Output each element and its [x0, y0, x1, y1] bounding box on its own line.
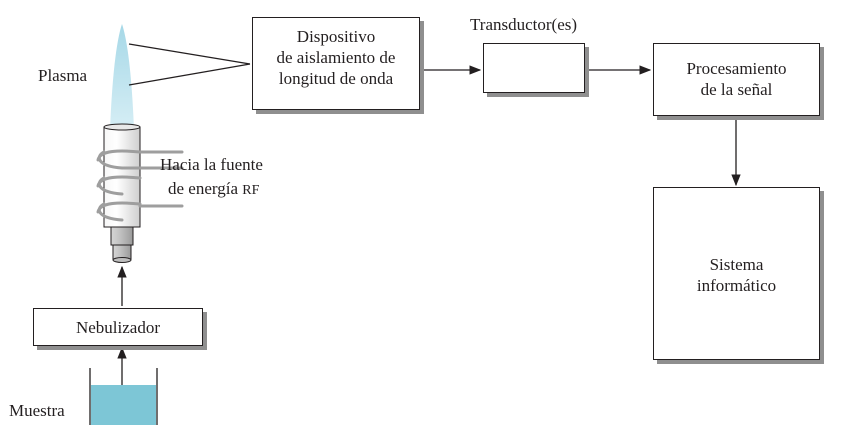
wavelength-device-label: Dispositivo de aislamiento de longitud d… [276, 27, 396, 88]
plasma-label: Plasma [38, 66, 88, 85]
signal-processing-box: Procesamiento de la señal [653, 43, 820, 116]
sample-label: Muestra [9, 401, 65, 420]
rf-coil [96, 149, 184, 222]
sample-liquid [91, 385, 156, 425]
plasma-flame [110, 24, 134, 130]
transducer-box [483, 43, 585, 93]
signal-processing-label: Procesamiento de la señal [686, 59, 787, 99]
torch-inner-tube [110, 226, 134, 246]
transducer-caption: Transductor(es) [470, 15, 578, 34]
rf-source-label-line2: de energía RF [168, 179, 260, 198]
wavelength-device-box: Dispositivo de aislamiento de longitud d… [252, 17, 420, 110]
torch-rim [103, 123, 141, 131]
emission-line-lower [128, 63, 251, 86]
torch-injector [112, 244, 132, 260]
emission-line-upper [128, 43, 251, 65]
injector-bottom [112, 257, 132, 263]
computer-system-box: Sistema informático [653, 187, 820, 360]
computer-system-label: Sistema informático [696, 255, 777, 295]
rf-source-label-line1: Hacia la fuente [160, 155, 263, 174]
nebulizer-box: Nebulizador [33, 308, 203, 346]
